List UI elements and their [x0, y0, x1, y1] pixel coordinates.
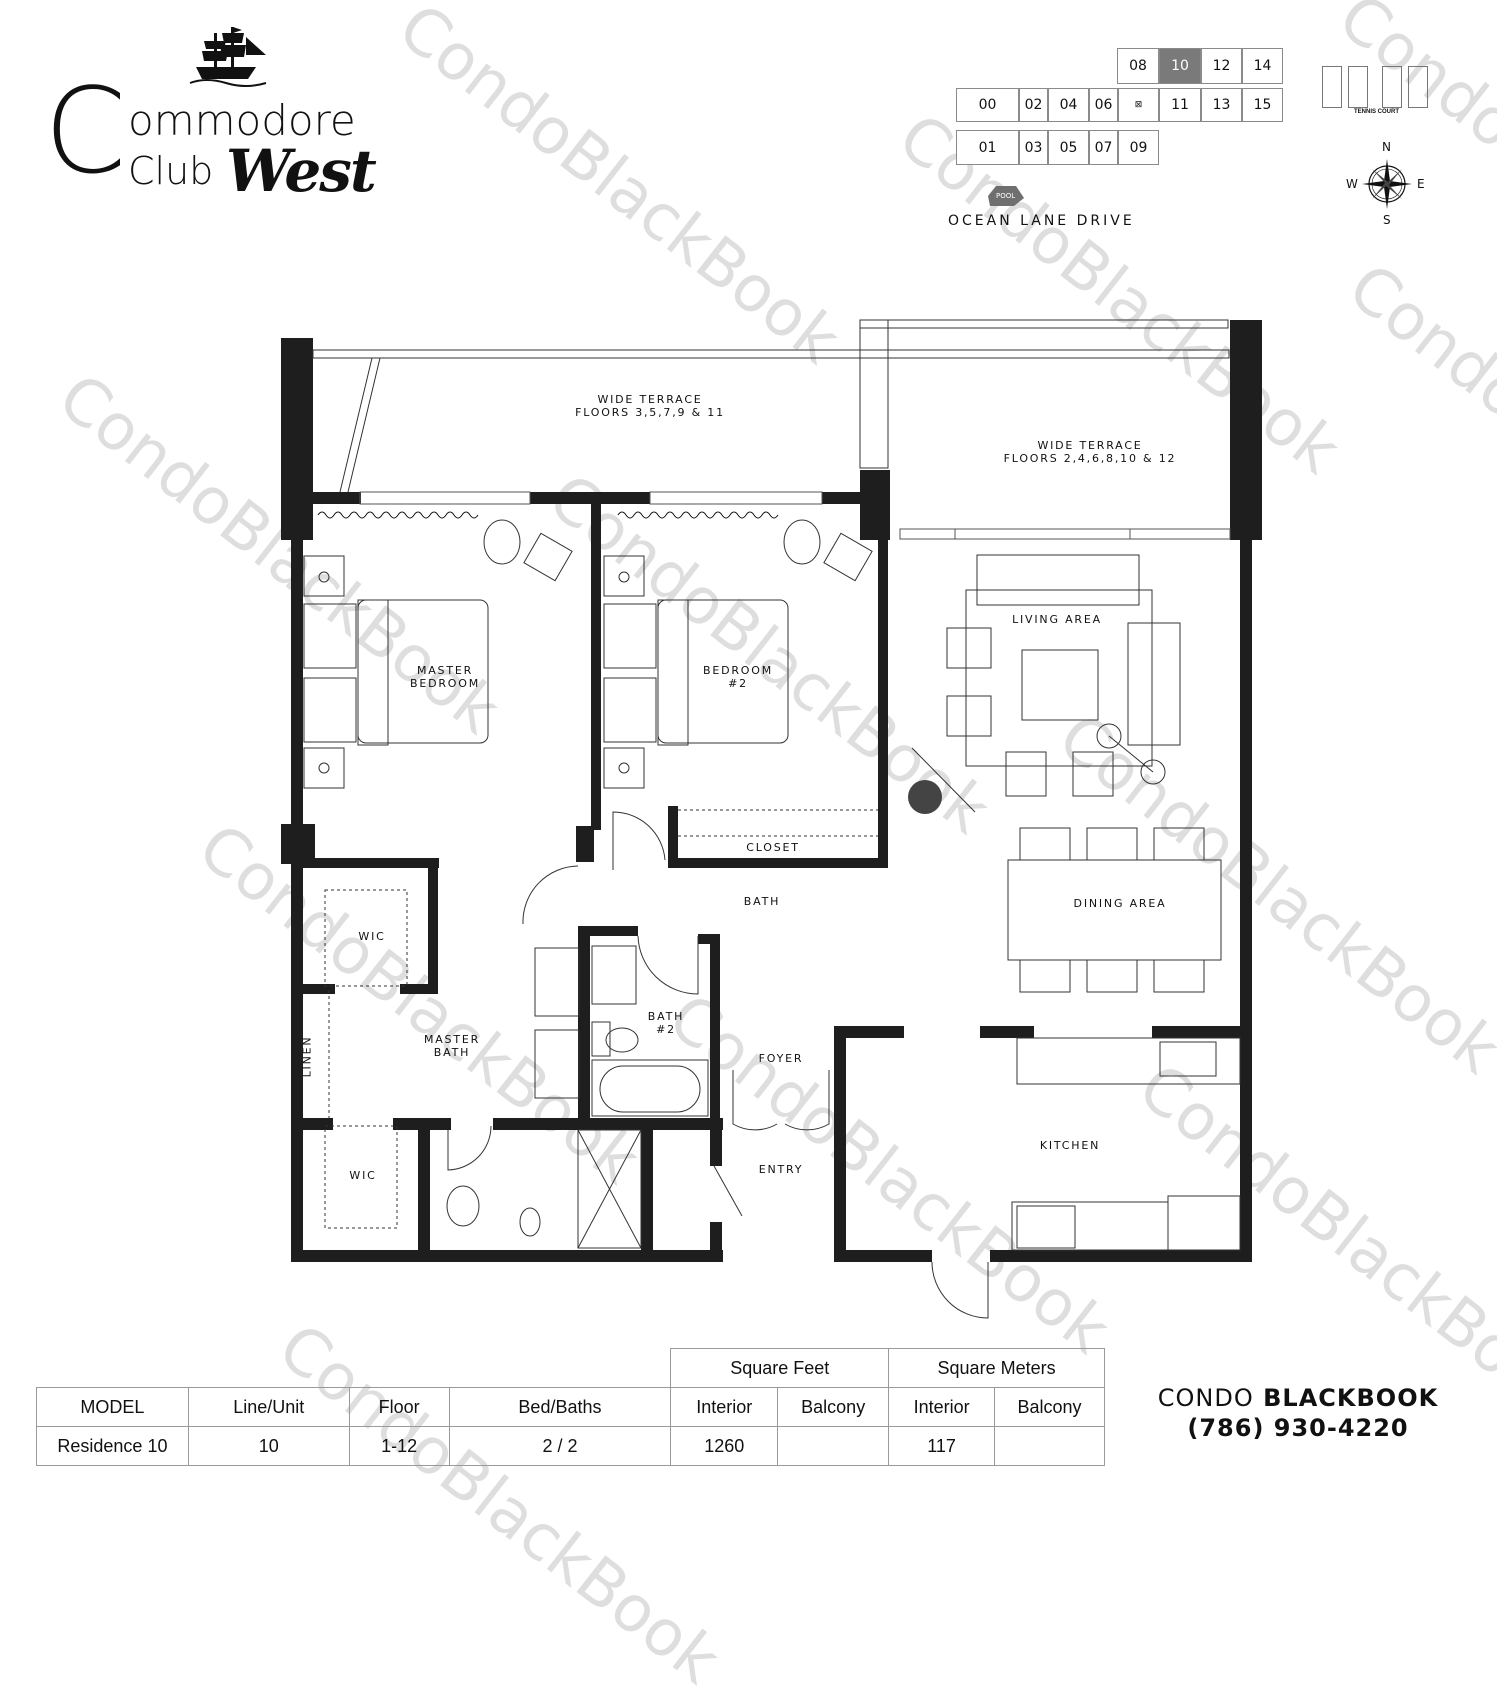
brand-name-bold: BLACKBOOK — [1263, 1384, 1439, 1412]
room-label-closet: CLOSET — [746, 841, 800, 854]
key-unit-15[interactable]: 15 — [1242, 88, 1283, 122]
cell-sqm-balcony — [994, 1426, 1105, 1466]
logo-script: West — [226, 137, 377, 205]
logo-line2: Club — [128, 149, 214, 193]
cell-floor: 1-12 — [348, 1426, 450, 1466]
room-label-bath: BATH — [743, 895, 781, 908]
key-unit-14[interactable]: 14 — [1242, 48, 1283, 84]
terrace-rails — [312, 319, 1230, 493]
room-label-terrace-b: WIDE TERRACE FLOORS 2,4,6,8,10 & 12 — [1003, 439, 1177, 465]
room-label-master-bedroom: MASTER BEDROOM — [409, 664, 481, 690]
key-unit-07[interactable]: 07 — [1089, 130, 1118, 165]
room-label-living: LIVING AREA — [1012, 613, 1102, 626]
cell-sqm-interior: 117 — [888, 1426, 996, 1466]
compass-s: S — [1383, 213, 1391, 227]
key-unit-12[interactable]: 12 — [1201, 48, 1242, 84]
room-label-linen: LINEN — [300, 1035, 314, 1078]
group-header-sqm: Square Meters — [888, 1348, 1105, 1388]
key-unit-00[interactable]: 00 — [956, 88, 1019, 122]
cell-sqft-interior: 1260 — [670, 1426, 779, 1466]
compass-rose-icon — [1362, 159, 1412, 209]
brand-name-light: CONDO — [1157, 1384, 1254, 1412]
compass-e: E — [1417, 177, 1425, 191]
street-label: OCEAN LANE DRIVE — [948, 213, 1135, 229]
pool-label: POOL — [996, 192, 1016, 200]
key-unit-06[interactable]: 06 — [1089, 88, 1118, 122]
room-label-bedroom2: BEDROOM #2 — [702, 664, 774, 690]
header-line-unit: Line/Unit — [187, 1387, 350, 1427]
tennis-label: TENNIS COURT — [1354, 109, 1399, 115]
curtain — [617, 511, 779, 519]
table-row: Residence 10 10 1-12 2 / 2 1260 117 — [36, 1426, 1105, 1466]
room-label-wic1: WIC — [358, 930, 386, 943]
key-unit-09[interactable]: 09 — [1118, 130, 1159, 165]
furniture — [303, 519, 1241, 1319]
ship-icon — [189, 27, 267, 87]
header-sqft-interior: Interior — [670, 1387, 779, 1427]
room-label-kitchen: KITCHEN — [1039, 1139, 1101, 1152]
key-unit-11[interactable]: 11 — [1159, 88, 1201, 122]
logo-letter-c: C — [44, 62, 126, 200]
brand-block: CONDO BLACKBOOK (786) 930-4220 — [1128, 1383, 1468, 1443]
cell-bed-baths: 2 / 2 — [448, 1426, 672, 1466]
key-elevator: ⊠ — [1118, 88, 1159, 122]
pool-icon — [988, 186, 1024, 206]
cell-line-unit: 10 — [187, 1426, 350, 1466]
room-label-wic2: WIC — [349, 1169, 377, 1182]
brand-phone[interactable]: (786) 930-4220 — [1187, 1414, 1409, 1442]
compass-w: W — [1346, 177, 1358, 191]
key-unit-13[interactable]: 13 — [1201, 88, 1242, 122]
key-unit-04[interactable]: 04 — [1048, 88, 1089, 122]
room-label-master-bath: MASTER BATH — [423, 1033, 481, 1059]
key-unit-03[interactable]: 03 — [1019, 130, 1048, 165]
walls — [281, 320, 1262, 1262]
logo-line1: ommodore — [128, 96, 356, 145]
group-header-sqft: Square Feet — [670, 1348, 890, 1388]
cell-sqft-balcony — [777, 1426, 890, 1466]
cell-model: Residence 10 — [36, 1426, 189, 1466]
header-sqft-balcony: Balcony — [777, 1387, 890, 1427]
key-unit-02[interactable]: 02 — [1019, 88, 1048, 122]
header-bed-baths: Bed/Baths — [448, 1387, 672, 1427]
header-model: MODEL — [36, 1387, 189, 1427]
header-sqm-balcony: Balcony — [994, 1387, 1105, 1427]
room-label-bath2: BATH #2 — [647, 1010, 685, 1036]
spec-table: Square Feet Square Meters MODEL Line/Uni… — [36, 1348, 1105, 1466]
key-unit-01[interactable]: 01 — [956, 130, 1019, 165]
plant-icon — [908, 780, 942, 814]
header-sqm-interior: Interior — [888, 1387, 996, 1427]
key-unit-08[interactable]: 08 — [1117, 48, 1159, 84]
room-label-dining: DINING AREA — [1073, 897, 1167, 910]
room-label-terrace-a: WIDE TERRACE FLOORS 3,5,7,9 & 11 — [575, 393, 725, 419]
room-label-entry: ENTRY — [758, 1163, 804, 1176]
header-row: MODEL Line/Unit Floor Bed/Baths Interior… — [36, 1387, 1105, 1427]
floor-plan — [281, 319, 1262, 1319]
windows — [359, 491, 1231, 540]
room-label-foyer: FOYER — [758, 1052, 804, 1065]
key-unit-05[interactable]: 05 — [1048, 130, 1089, 165]
curtain — [317, 511, 479, 519]
header-floor: Floor — [348, 1387, 450, 1427]
compass-n: N — [1382, 140, 1391, 154]
key-unit-10-selected[interactable]: 10 — [1159, 48, 1201, 84]
